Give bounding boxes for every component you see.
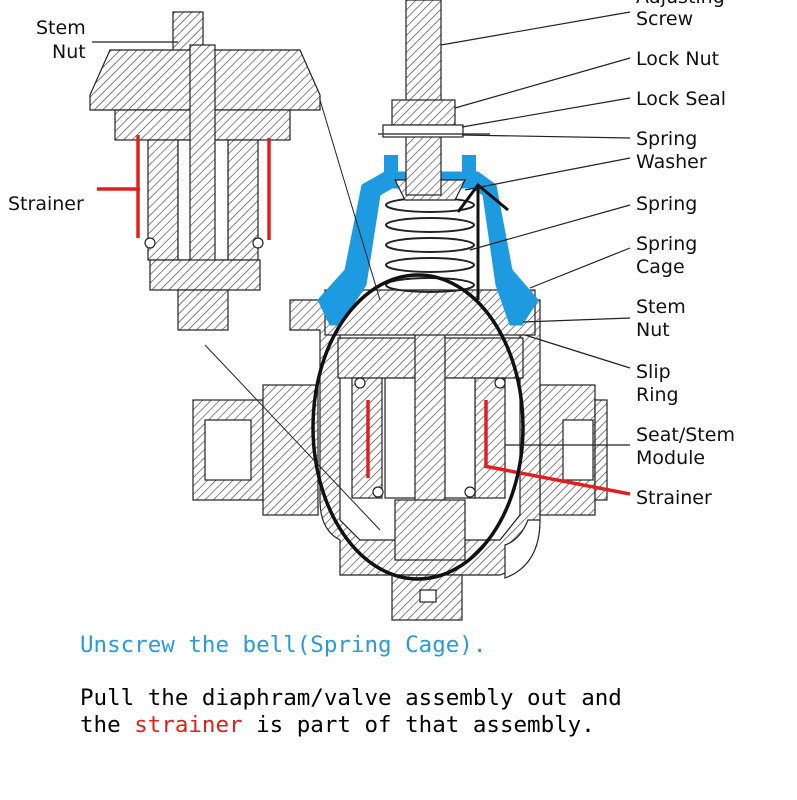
strainer-markings <box>97 135 631 496</box>
spring-cage <box>317 155 539 326</box>
exploded-assembly <box>89 11 321 331</box>
spring <box>385 197 475 293</box>
exploded-connector-line-2 <box>319 99 381 301</box>
label-spring-washer-top: Spring <box>636 128 697 150</box>
label-spring-cage-top: Spring <box>636 233 697 255</box>
adjusting-screw <box>378 0 490 196</box>
label-spring-washer-bottom: Washer <box>636 151 707 173</box>
caption-line-3-end: is part of that assembly. <box>242 712 595 738</box>
caption-line-3: the strainer is part of that assembly. <box>80 712 595 738</box>
label-seat-stem-top: Seat/Stem <box>636 424 735 446</box>
label-stem-nut-left-top: Stem <box>36 17 86 39</box>
label-strainer-right: Strainer <box>636 487 712 509</box>
label-stem-nut-bottom: Nut <box>636 319 670 341</box>
part-labels: Adjusting Screw Lock Nut Lock Seal Sprin… <box>8 0 735 509</box>
leader-lines <box>92 11 631 446</box>
caption-line-2: Pull the diaphram/valve assembly out and <box>80 685 622 711</box>
label-adjusting-screw-top: Adjusting <box>636 0 725 8</box>
label-lock-nut: Lock Nut <box>636 48 719 70</box>
label-slip-ring-bottom: Ring <box>636 384 679 406</box>
label-strainer-left: Strainer <box>8 193 84 215</box>
label-stem-nut-top: Stem <box>636 296 686 318</box>
label-adjusting-screw-bottom: Screw <box>636 8 693 30</box>
up-arrow-icon <box>456 182 509 300</box>
caption-line-3-start: the <box>80 712 135 738</box>
caption-line-1: Unscrew the bell(Spring Cage). <box>80 632 487 658</box>
exploded-connector-line <box>204 344 381 531</box>
label-stem-nut-left-bottom: Nut <box>52 41 86 63</box>
label-seat-stem-bottom: Module <box>636 447 705 469</box>
seat-stem-module <box>337 289 524 561</box>
label-lock-seal: Lock Seal <box>636 88 726 110</box>
label-spring: Spring <box>636 193 697 215</box>
label-slip-ring-top: Slip <box>636 361 671 383</box>
highlight-ellipse <box>311 273 525 581</box>
label-spring-cage-bottom: Cage <box>636 256 685 278</box>
caption-strainer-word: strainer <box>134 712 243 738</box>
